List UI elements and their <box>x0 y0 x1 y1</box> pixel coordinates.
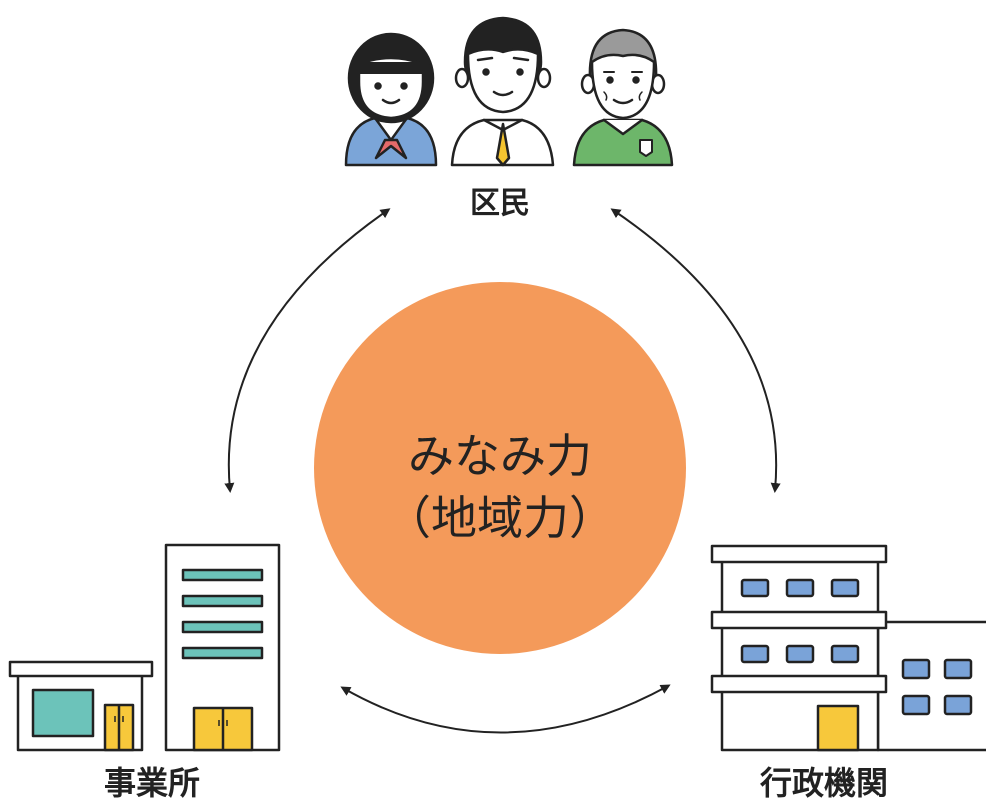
office-buildings-icon <box>8 543 281 752</box>
government-label: 行政機関 <box>760 764 889 802</box>
business-label: 事業所 <box>104 764 201 802</box>
businessman-icon <box>450 16 555 167</box>
government-building-icon <box>710 544 986 752</box>
elderly-man-icon <box>572 28 674 167</box>
center-title: みなみ力 <box>408 429 592 483</box>
people-icon <box>344 16 674 167</box>
center-subtitle: （地域力） <box>385 491 615 545</box>
center-circle <box>314 282 686 654</box>
office-tower-building <box>164 543 281 752</box>
arrow-residents-government <box>610 208 781 493</box>
girl-student-icon <box>344 32 438 167</box>
shop-building <box>8 660 154 752</box>
arrow-business-government <box>340 684 671 734</box>
arrow-residents-business <box>224 208 391 493</box>
residents-label: 区民 <box>470 186 530 221</box>
